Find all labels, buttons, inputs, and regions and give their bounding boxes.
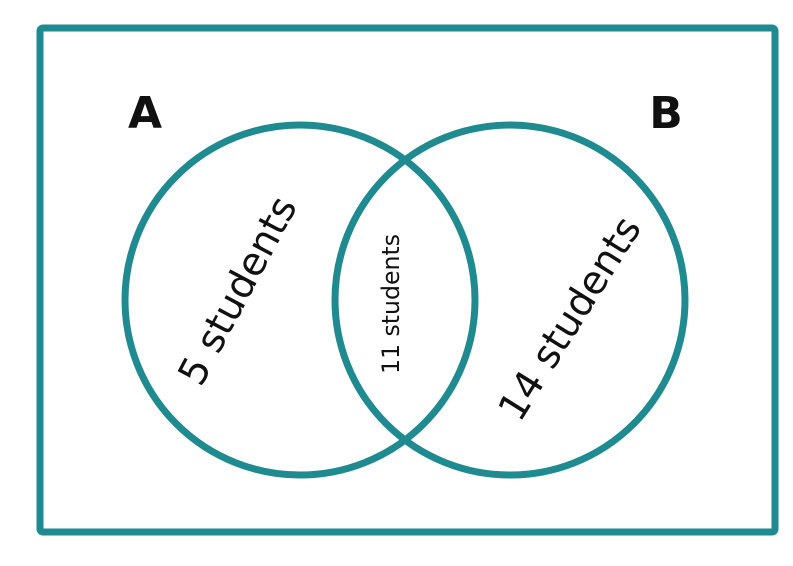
- set-b-label: B: [649, 88, 683, 139]
- universal-set-frame: [36, 24, 779, 536]
- region-only-a-label: 5 students: [170, 189, 307, 393]
- region-intersection-label: 11 students: [377, 234, 405, 374]
- set-b-circle: [331, 121, 689, 479]
- region-only-b-label: 14 students: [490, 209, 651, 429]
- set-a-circle: [121, 121, 479, 479]
- set-a-label: A: [128, 88, 162, 139]
